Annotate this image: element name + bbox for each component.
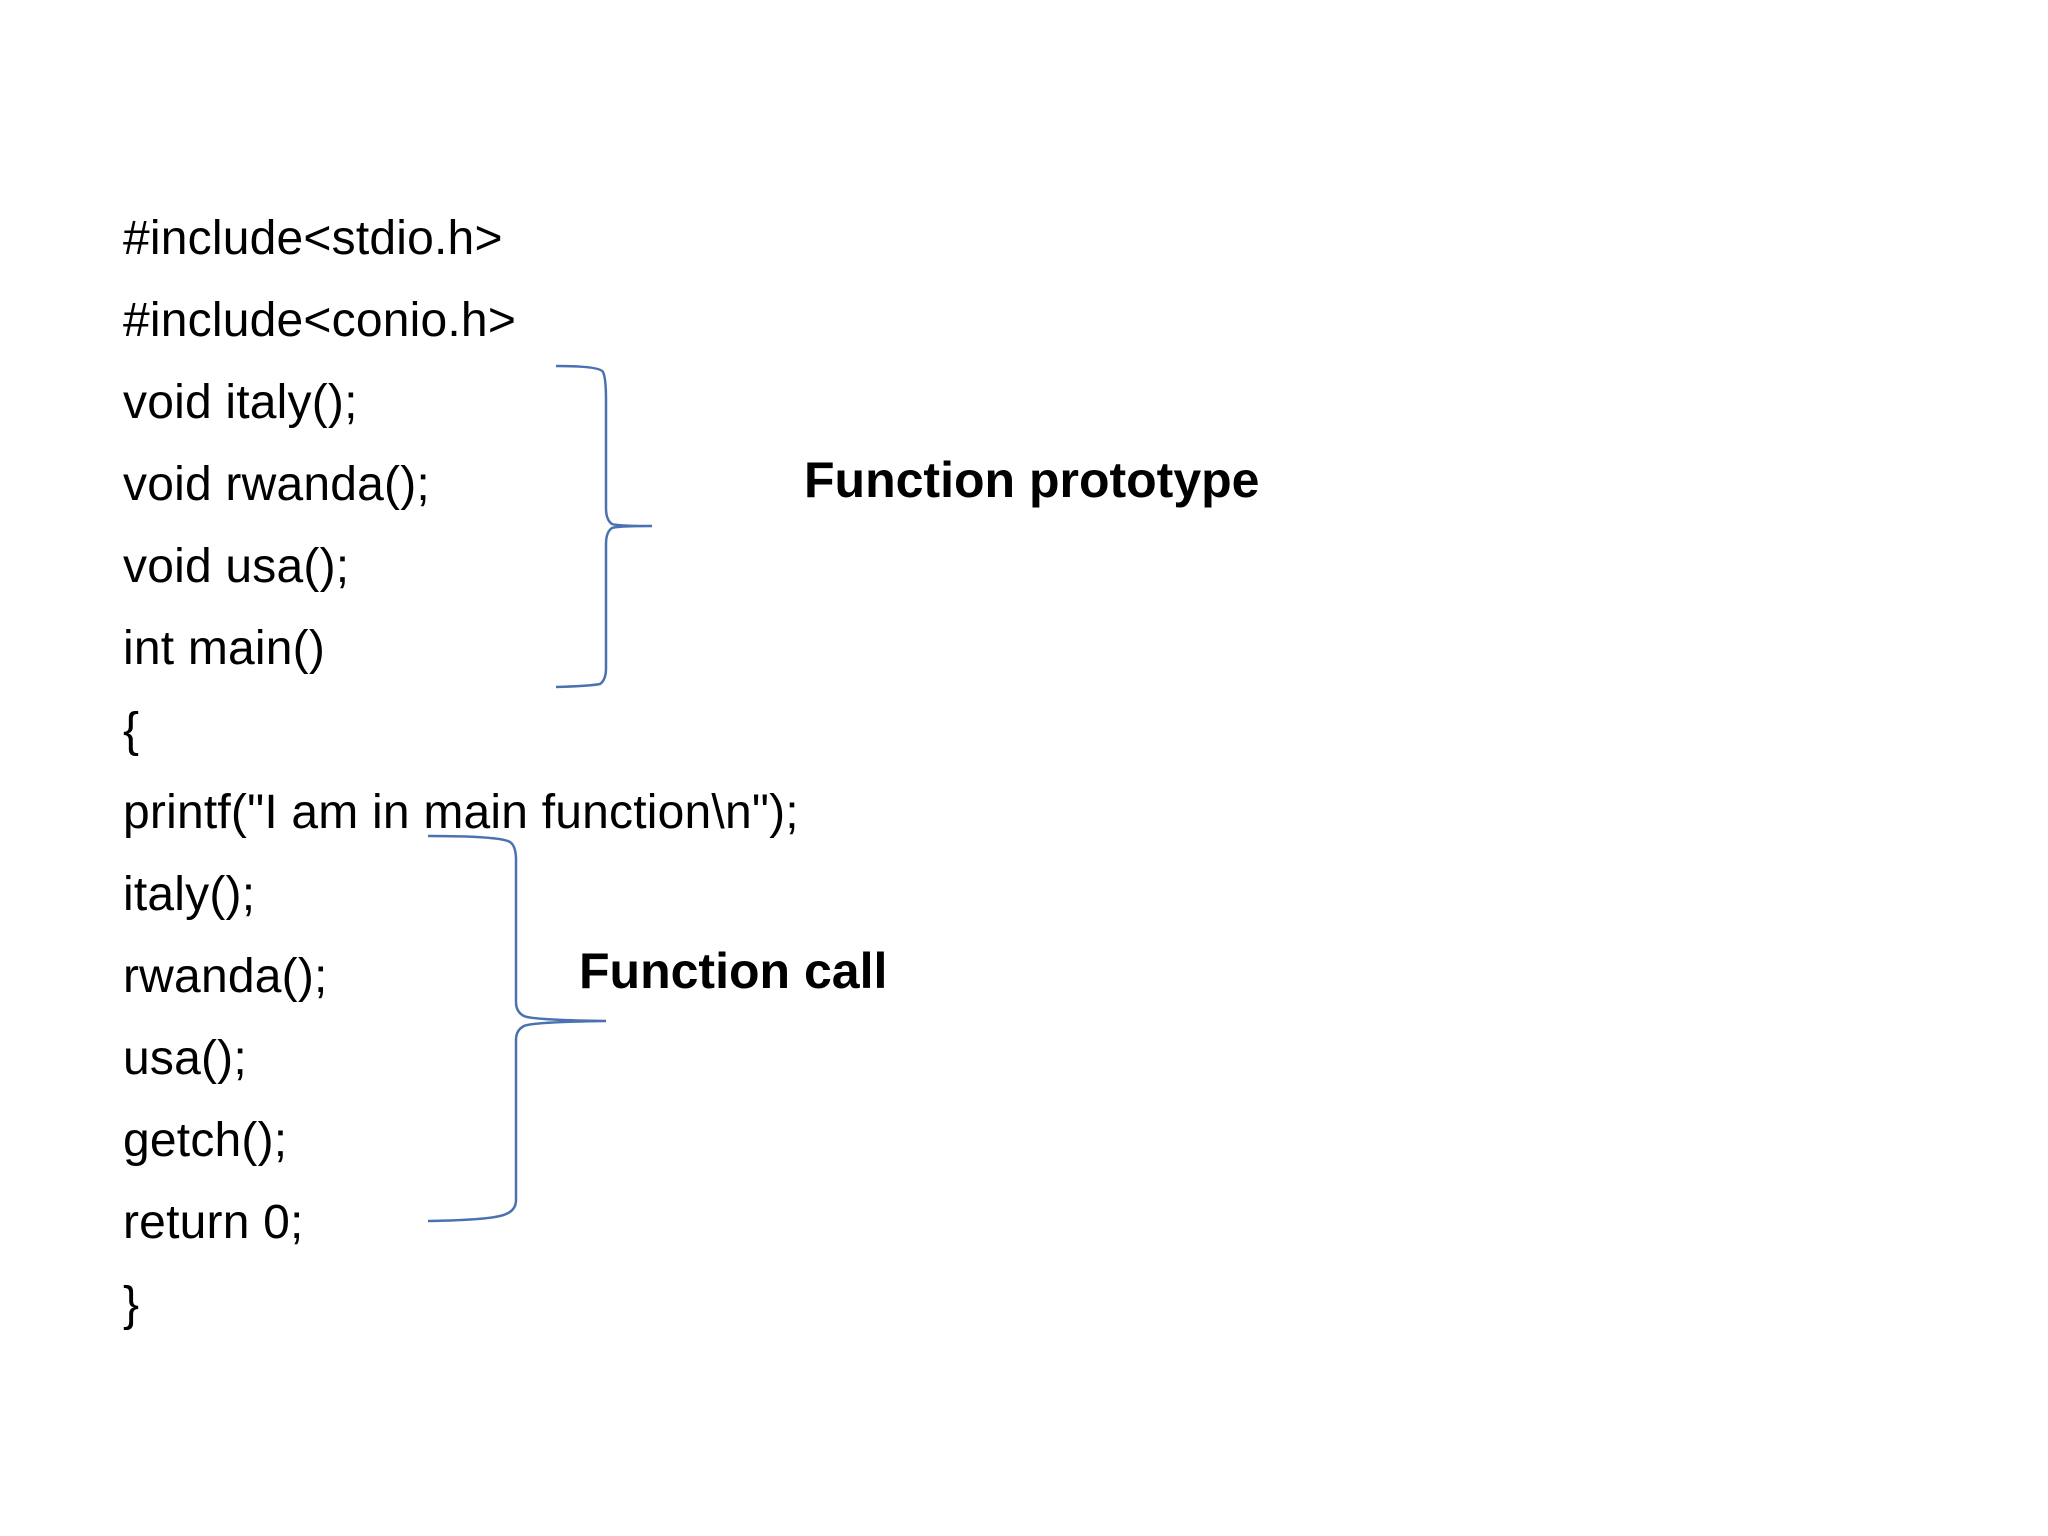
- code-line-call-italy: italy();: [123, 868, 256, 921]
- code-line-close-brace: }: [123, 1278, 140, 1331]
- code-line-getch: getch();: [123, 1114, 288, 1167]
- code-line-open-brace: {: [123, 704, 140, 757]
- code-line-call-rwanda: rwanda();: [123, 950, 328, 1003]
- function-call-label: Function call: [579, 943, 888, 999]
- code-line-main-signature: int main(): [123, 622, 326, 675]
- code-line-include-conio: #include<conio.h>: [123, 294, 517, 347]
- code-line-include-stdio: #include<stdio.h>: [123, 212, 503, 265]
- function-prototype-label: Function prototype: [804, 452, 1260, 508]
- code-line-prototype-italy: void italy();: [123, 376, 358, 429]
- code-line-call-usa: usa();: [123, 1032, 247, 1085]
- code-listing: #include<stdio.h> #include<conio.h> void…: [123, 198, 799, 1346]
- code-line-return: return 0;: [123, 1196, 304, 1249]
- code-line-prototype-usa: void usa();: [123, 540, 350, 593]
- code-line-printf: printf("I am in main function\n");: [123, 786, 799, 839]
- code-line-prototype-rwanda: void rwanda();: [123, 458, 430, 511]
